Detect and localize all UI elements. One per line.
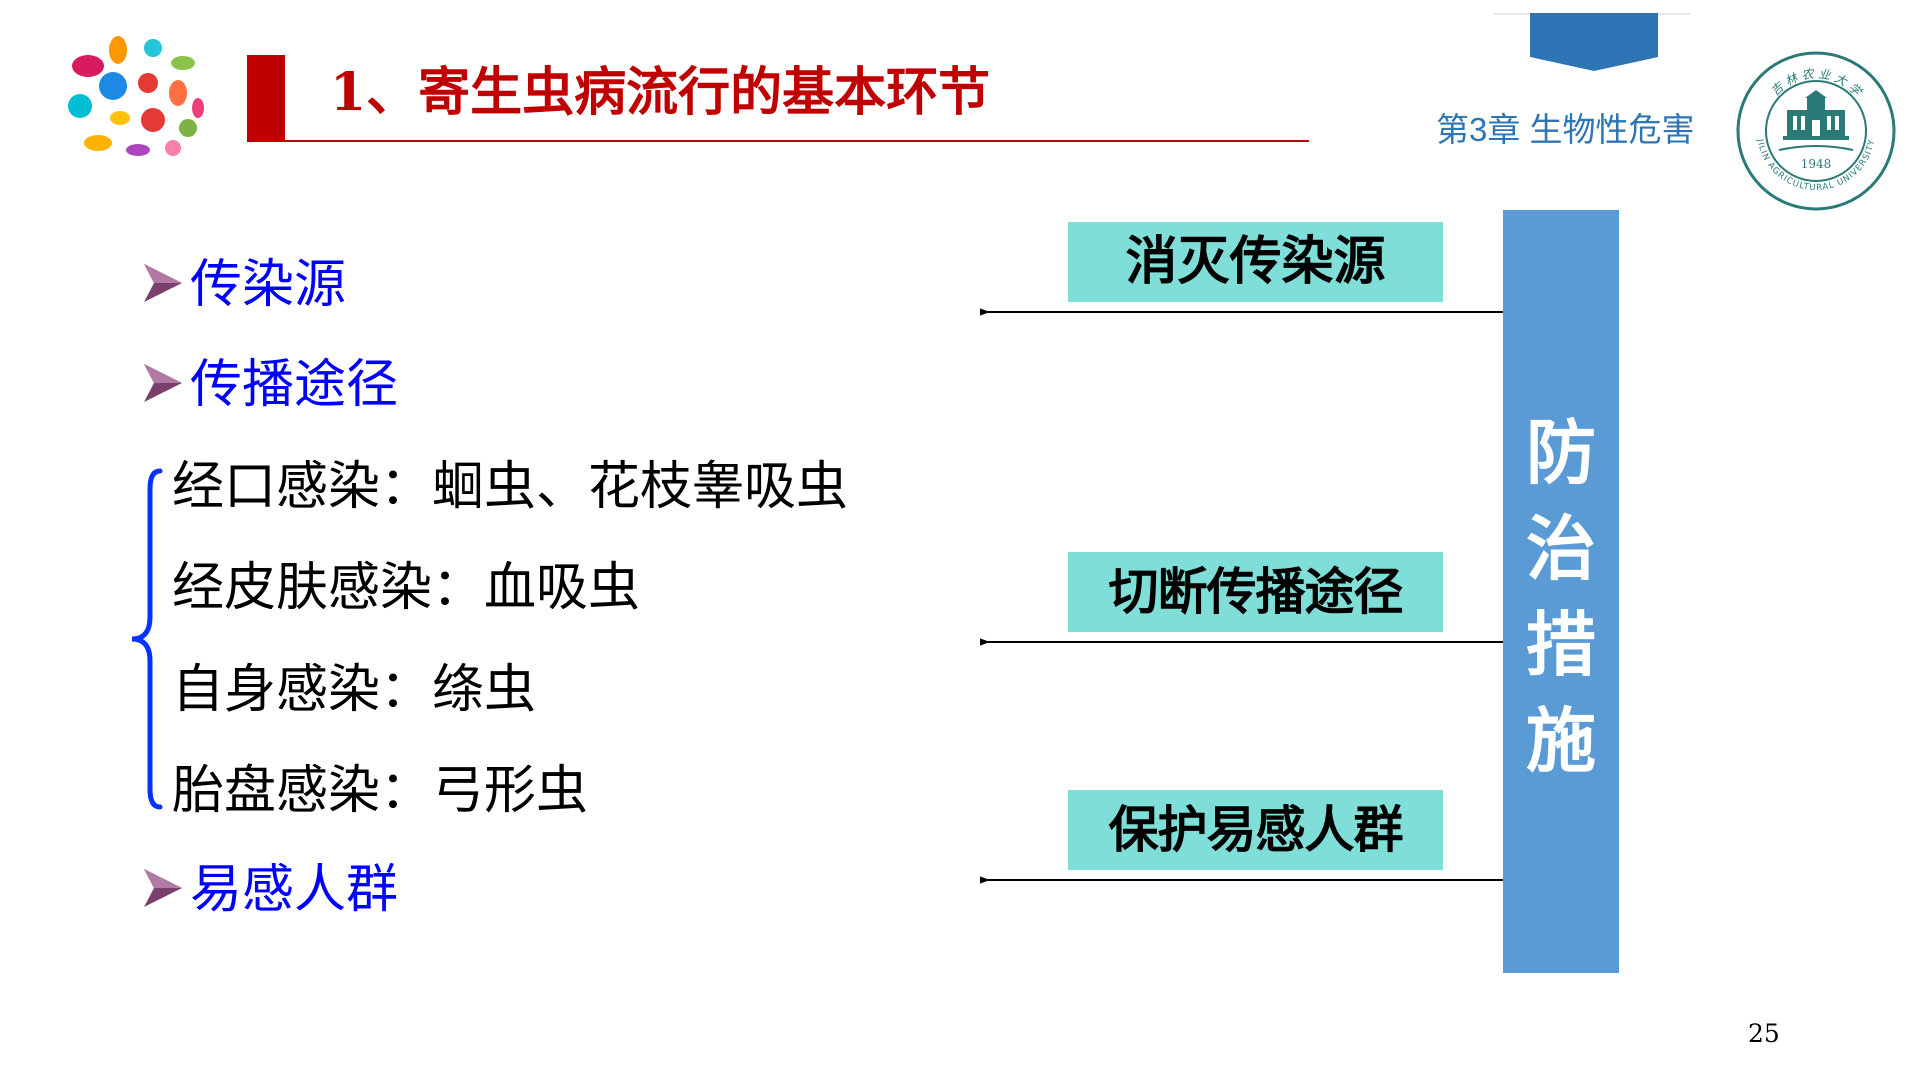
bullet-route-label: 传播途径 — [190, 355, 399, 415]
ribbon-bookmark — [1530, 13, 1658, 71]
title-accent-bar — [247, 55, 285, 141]
bar-char-1: 防 — [1526, 412, 1596, 494]
route-item-skin: 经皮肤感染：血吸虫 — [172, 558, 641, 618]
title-underline — [247, 140, 1309, 142]
microbes-logo — [58, 28, 208, 173]
triangle-arrow-bullet-icon — [144, 869, 182, 907]
bar-char-3: 措 — [1526, 604, 1596, 686]
left-curly-brace — [126, 465, 166, 813]
triangle-arrow-bullet-icon — [144, 364, 182, 402]
triangle-arrow-bullet-icon — [144, 264, 182, 302]
measure-eliminate-source: 消灭传染源 — [1068, 222, 1443, 302]
prevention-measures-label: 防 治 措 施 — [1503, 405, 1619, 789]
bullet-source-label: 传染源 — [190, 255, 347, 315]
slide-title: 1、寄生虫病流行的基本环节 — [330, 62, 991, 123]
chapter-label: 第3章 生物性危害 — [1436, 111, 1695, 148]
university-seal-logo: 吉 林 农 业 大 学 JILIN AGRICULTURAL UNIVERSIT… — [1735, 50, 1897, 212]
route-item-placenta: 胎盘感染：弓形虫 — [172, 761, 589, 821]
measure-protect-susceptible: 保护易感人群 — [1068, 790, 1443, 870]
bullet-source: 传染源 — [140, 250, 346, 320]
measure-cut-route: 切断传播途径 — [1068, 552, 1443, 632]
prevention-measures-bar — [1503, 210, 1619, 973]
bullet-route: 传播途径 — [140, 350, 398, 420]
bullet-susceptible: 易感人群 — [140, 855, 398, 925]
route-item-auto: 自身感染：绦虫 — [172, 660, 537, 720]
page-number: 25 — [1748, 1019, 1780, 1048]
bar-char-2: 治 — [1526, 508, 1596, 590]
bullet-susceptible-label: 易感人群 — [190, 860, 399, 920]
route-item-oral: 经口感染：蛔虫、花枝睾吸虫 — [172, 457, 849, 517]
svg-text:1948: 1948 — [1801, 157, 1832, 171]
measure-arrows — [962, 290, 1510, 910]
bar-char-4: 施 — [1526, 700, 1596, 782]
